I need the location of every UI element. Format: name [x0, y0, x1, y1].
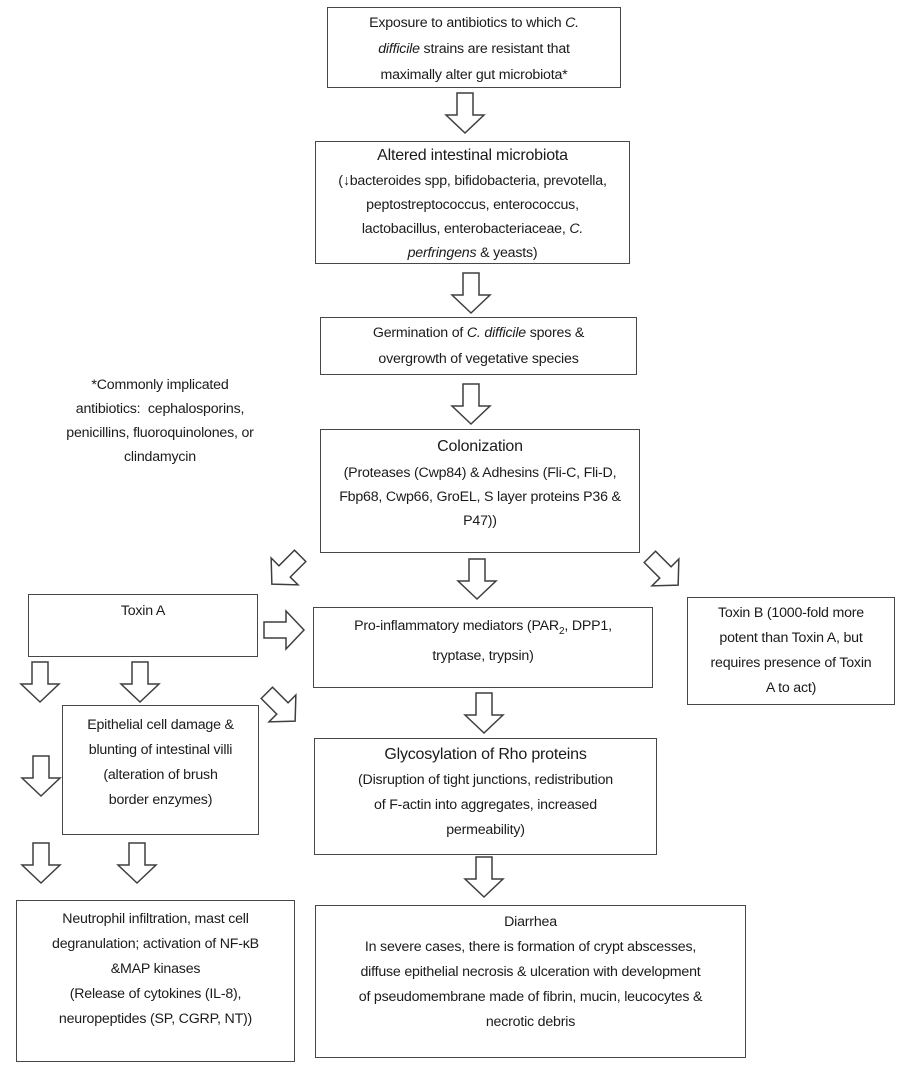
down-arrow-to-neutrophil-left: [20, 842, 62, 885]
text-line: clindamycin: [124, 449, 196, 465]
text-line: Colonization: [437, 438, 523, 455]
text-line: potent than Toxin A, but: [719, 630, 863, 646]
down-arrow-toxin-a-to-epithelial: [119, 661, 161, 704]
text-line: Altered intestinal microbiota: [377, 147, 568, 164]
box-pro-inflammatory-mediators: Pro-inflammatory mediators (PAR2, DPP1, t…: [313, 607, 653, 688]
text-line: In severe cases, there is formation of c…: [364, 939, 697, 955]
text-line: difficile strains are resistant that: [378, 41, 570, 57]
text-line: Fbp68, Cwp66, GroEL, S layer proteins P3…: [339, 489, 621, 505]
text-line: Diarrhea: [504, 914, 557, 930]
text-line: border enzymes): [108, 792, 213, 808]
box-epithelial-cell-damage: Epithelial cell damage & blunting of inte…: [62, 705, 259, 835]
text-line: &MAP kinases: [110, 961, 201, 977]
text-line: diffuse epithelial necrosis & ulceration…: [360, 964, 701, 980]
text-line: (Release of cytokines (IL-8),: [69, 986, 242, 1002]
box-toxin-a: Toxin A: [28, 594, 258, 657]
text-line: overgrowth of vegetative species: [378, 351, 579, 367]
down-arrow-colonization-to-pro-inflammatory: [456, 558, 498, 601]
text-line: degranulation; activation of NF-κB: [52, 936, 259, 952]
box-exposure: Exposure to antibiotics to which C. diffi…: [327, 7, 621, 88]
text-line: (Proteases (Cwp84) & Adhesins (Fli-C, Fl…: [343, 465, 617, 481]
right-arrow-toxin-a-to-pro-inflammatory: [263, 609, 306, 651]
text-line: Exposure to antibiotics to which C.: [369, 15, 579, 31]
text-line: P47)): [463, 513, 497, 529]
text-line: *Commonly implicated: [91, 377, 229, 393]
text-line: of F-actin into aggregates, increased: [374, 797, 597, 813]
box-colonization: Colonization (Proteases (Cwp84) & Adhesin…: [320, 429, 640, 553]
down-arrow-germination-to-colonization: [450, 383, 492, 426]
text-line: neuropeptides (SP, CGRP, NT)): [58, 1011, 253, 1027]
down-arrow-altered-to-germination: [450, 272, 492, 315]
text-line: (alteration of brush: [103, 767, 218, 783]
box-neutrophil-infiltration: Neutrophil infiltration, mast cell degran…: [16, 900, 295, 1062]
text-line: peptostreptococcus, enterococcus,: [366, 197, 579, 213]
diagonal-arrow-colonization-to-toxin-b: [643, 550, 680, 587]
text-line: (↓bacteroides spp, bifidobacteria, prevo…: [338, 173, 607, 189]
text-line: Toxin B (1000-fold more: [717, 605, 865, 621]
box-diarrhea: Diarrhea In severe cases, there is format…: [315, 905, 746, 1058]
text-line: requires presence of Toxin: [710, 655, 872, 671]
text-line: antibiotics: cephalosporins,: [75, 401, 245, 417]
text-line: permeability): [446, 822, 525, 838]
text-line: lactobacillus, enterobacteriaceae, C.: [361, 221, 584, 237]
box-toxin-b: Toxin B (1000-fold more potent than Toxin…: [687, 597, 895, 705]
text-line: of pseudomembrane made of fibrin, mucin,…: [358, 989, 703, 1005]
diagonal-arrow-epithelial-to-glycosylation: [260, 686, 297, 723]
text-line: A to act): [765, 680, 817, 696]
text-line: Epithelial cell damage &: [87, 717, 234, 733]
box-germination: Germination of C. difficile spores & over…: [320, 317, 637, 375]
down-arrow-pro-inflammatory-to-glycosylation: [463, 692, 505, 735]
text-line: maximally alter gut microbiota*: [380, 67, 568, 83]
text-line: Glycosylation of Rho proteins: [384, 746, 587, 763]
box-glycosylation-rho-proteins: Glycosylation of Rho proteins (Disruption…: [314, 738, 657, 855]
diagonal-arrow-colonization-to-toxin-a: [270, 549, 307, 586]
text-line: Neutrophil infiltration, mast cell: [62, 911, 249, 927]
text-line: perfringens & yeasts): [407, 245, 538, 261]
text-line: tryptase, trypsin): [432, 647, 534, 664]
text-line: necrotic debris: [485, 1014, 576, 1030]
text-line: (Disruption of tight junctions, redistri…: [358, 772, 613, 788]
text-line: Toxin A: [120, 603, 166, 619]
down-arrow-toxin-a-left: [19, 661, 61, 704]
box-altered-microbiota: Altered intestinal microbiota (↓bacteroid…: [315, 141, 630, 264]
text-line: Pro-inflammatory mediators (PAR2, DPP1,: [354, 618, 612, 637]
down-arrow-exposure-to-altered: [444, 92, 486, 135]
down-arrow-epithelial-to-neutrophil: [116, 842, 158, 885]
text-line: Germination of C. difficile spores &: [372, 325, 585, 341]
text-line: blunting of intestinal villi: [88, 742, 233, 758]
down-arrow-glycosylation-to-diarrhea: [463, 856, 505, 899]
antibiotics-footnote: *Commonly implicated antibiotics: cephalo…: [28, 373, 292, 469]
text-line: penicillins, fluoroquinolones, or: [66, 425, 254, 441]
down-arrow-left-column: [20, 755, 62, 798]
